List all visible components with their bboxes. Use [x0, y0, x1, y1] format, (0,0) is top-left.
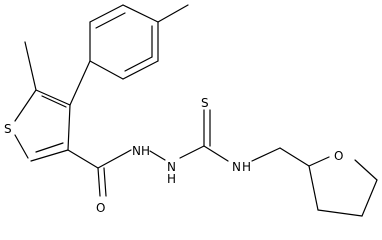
atom-label-n1: N — [132, 144, 141, 158]
bond — [14, 134, 29, 159]
bond — [35, 142, 64, 153]
atom-label-s-ring: S — [4, 122, 12, 136]
bond — [279, 147, 310, 167]
atom-label-n2: N — [167, 160, 176, 174]
bond — [97, 149, 132, 169]
bond — [122, 60, 159, 80]
bond — [122, 4, 159, 23]
atom-label-n3: N — [232, 160, 241, 174]
bond — [103, 167, 107, 197]
bond — [67, 104, 71, 151]
atom-label-h2: H — [167, 172, 176, 186]
bond — [89, 60, 124, 80]
bond — [24, 41, 37, 91]
chemical-structure: S O N H N H S N H O — [4, 4, 378, 217]
bond — [149, 150, 166, 161]
bond — [89, 4, 124, 23]
atom-label-s-thio: S — [201, 96, 209, 110]
bond — [97, 167, 101, 197]
bond — [308, 156, 330, 167]
atom-label-h1: H — [141, 144, 150, 158]
bond — [203, 145, 229, 162]
tetrahydrofuran-ring — [308, 156, 378, 217]
bond — [317, 209, 363, 217]
bond — [41, 95, 67, 108]
bond — [157, 4, 189, 23]
side-chain — [67, 109, 310, 197]
bond — [361, 179, 378, 217]
bond — [308, 165, 319, 211]
bond — [124, 56, 153, 72]
bond — [354, 159, 378, 181]
atom-label-o-ring: O — [334, 149, 343, 163]
thiophene-ring — [14, 41, 71, 162]
bond — [69, 60, 91, 106]
bond — [30, 149, 69, 162]
bond — [67, 149, 99, 169]
bond — [95, 12, 126, 29]
tolyl-group — [69, 4, 189, 106]
bond — [251, 147, 281, 162]
bond — [179, 145, 205, 159]
bond — [35, 89, 71, 106]
bond — [14, 89, 37, 122]
atom-label-o-carbonyl: O — [96, 201, 105, 215]
atom-label-h3: H — [242, 160, 251, 174]
